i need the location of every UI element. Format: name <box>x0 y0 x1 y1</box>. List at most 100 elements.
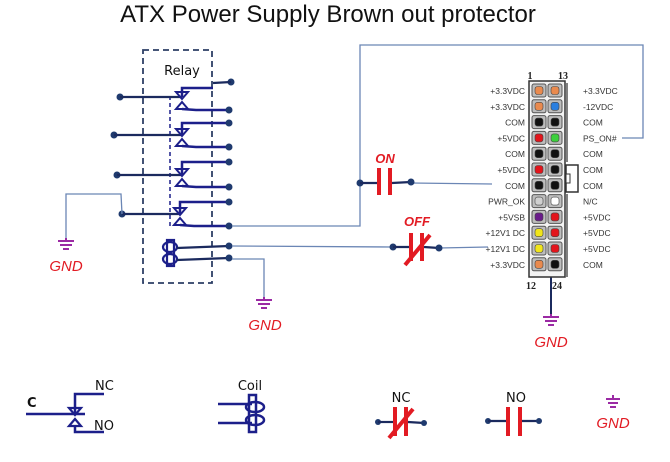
pin-label: +5VDC <box>583 244 611 254</box>
pin-label: +3.3VDC <box>490 260 525 270</box>
pin-wire-color <box>534 149 544 158</box>
pin-wire-color <box>534 244 544 253</box>
relay-contact-set-4 <box>118 198 233 230</box>
legend-nc-contact-label: NC <box>392 391 411 406</box>
legend-ground-label: GND <box>596 415 630 432</box>
pin-label: +3.3VDC <box>583 86 618 96</box>
pins-right-column: +3.3VDC-12VDCCOMPS_ON#COMCOMCOMN/C+5VDC+… <box>547 83 618 272</box>
pin-wire-color <box>550 228 560 237</box>
connector-pin-right-6: COM <box>547 162 603 177</box>
connector-pin-left-7: COM <box>505 178 547 193</box>
connector-pin-right-12: COM <box>547 257 603 272</box>
ground-left-label: GND <box>49 258 83 275</box>
connector-pin-right-2: -12VDC <box>547 99 613 114</box>
pin-wire-color <box>534 102 544 111</box>
pin-label: COM <box>583 181 603 191</box>
pin-label: COM <box>583 149 603 159</box>
ground-icon <box>606 395 620 408</box>
relay-dashed-outline <box>142 49 213 284</box>
diagram-title: ATX Power Supply Brown out protector <box>120 1 536 28</box>
legend-nc-contact: NC <box>375 391 427 440</box>
pin-wire-color <box>550 259 560 269</box>
pin-wire-color <box>550 165 560 174</box>
pin-label: N/C <box>583 197 598 207</box>
connector-pin-left-6: +5VDC <box>497 162 547 177</box>
legend-nc-label: NC <box>95 379 114 394</box>
pin-wire-color <box>534 181 544 190</box>
pin-number-12: 12 <box>526 281 536 292</box>
legend-common-label: C <box>27 396 37 411</box>
connector-pin-right-3: COM <box>547 115 603 130</box>
ground-icon <box>58 238 74 250</box>
pin-label: COM <box>583 260 603 270</box>
legend-no-label: NO <box>94 419 114 434</box>
relay-label: Relay <box>164 64 200 79</box>
off-switch-label: OFF <box>404 214 431 229</box>
connector-pin-left-3: COM <box>505 115 547 130</box>
legend-coil: Coil <box>218 379 266 434</box>
pin-wire-color <box>550 133 560 143</box>
connector-pin-right-11: +5VDC <box>547 241 611 256</box>
connector-pin-right-10: +5VDC <box>547 225 611 240</box>
legend-coil-label: Coil <box>238 379 262 394</box>
legend-relay-contact: C NC NO <box>26 379 114 434</box>
wire-left-gnd <box>65 193 123 238</box>
off-switch: OFF <box>389 214 443 267</box>
wire-coil-gnd <box>232 258 265 297</box>
connector-pin-left-1: +3.3VDC <box>490 83 547 98</box>
ground-icon <box>256 297 272 309</box>
pin-label: COM <box>505 181 525 191</box>
wiring <box>65 44 644 314</box>
wire-relay-to-on-switch <box>232 183 361 227</box>
connector-pin-left-9: +5VSB <box>498 209 547 224</box>
connector-pin-right-4: PS_ON# <box>547 130 617 145</box>
ground-connector: GND <box>534 314 568 351</box>
pin-label: +12V1 DC <box>486 228 525 238</box>
wire-off-to-12v <box>438 246 489 249</box>
connector-pin-right-9: +5VDC <box>547 209 611 224</box>
pin-label: -12VDC <box>583 102 613 112</box>
pin-label: +5VDC <box>497 165 525 175</box>
pin-label: +5VSB <box>498 212 525 222</box>
connector-pin-right-8: N/C <box>547 194 598 209</box>
connector-pin-right-5: COM <box>547 146 603 161</box>
pin-label: +5VDC <box>497 133 525 143</box>
ground-coil-label: GND <box>248 317 282 334</box>
pin-wire-color <box>534 259 544 269</box>
connector-pin-left-10: +12V1 DC <box>486 225 547 240</box>
wire-coil-to-off-switch <box>231 245 394 248</box>
connector-pin-left-5: COM <box>505 146 547 161</box>
pin-wire-color <box>550 117 560 127</box>
ground-icon <box>543 314 559 326</box>
legend: C NC NO Coil NC NO <box>26 379 630 440</box>
relay-contact-set-2 <box>110 119 233 151</box>
ground-left: GND <box>49 238 83 275</box>
pin-label: PWR_OK <box>488 197 525 207</box>
pin-label: COM <box>505 118 525 128</box>
pin-wire-color <box>550 102 560 111</box>
pin-number-1: 1 <box>528 71 533 82</box>
pin-number-24: 24 <box>552 281 562 292</box>
relay-block: Relay <box>110 49 235 284</box>
pin-label: COM <box>505 149 525 159</box>
pin-wire-color <box>550 86 560 95</box>
pin-wire-color <box>534 165 544 174</box>
on-switch-label: ON <box>375 151 395 166</box>
atx-24pin-connector: 1 13 12 24 +3.3VDC +3.3VDC COM +5VDC COM +5VD… <box>486 71 618 292</box>
pin-wire-color <box>534 133 544 143</box>
relay-coil <box>161 238 233 268</box>
connector-pin-left-2: +3.3VDC <box>490 99 547 114</box>
connector-pin-left-4: +5VDC <box>497 130 547 145</box>
pin-number-13: 13 <box>558 71 568 82</box>
pin-label: +5VDC <box>583 212 611 222</box>
relay-contact-set-3 <box>113 158 233 191</box>
pin-wire-color <box>534 117 544 127</box>
pin-wire-color <box>550 244 560 253</box>
legend-no-contact-label: NO <box>506 391 526 406</box>
connector-pin-right-1: +3.3VDC <box>547 83 618 98</box>
pin-label: +3.3VDC <box>490 102 525 112</box>
pin-wire-color <box>534 86 544 95</box>
pin-wire-color <box>534 196 544 206</box>
ground-connector-label: GND <box>534 334 568 351</box>
